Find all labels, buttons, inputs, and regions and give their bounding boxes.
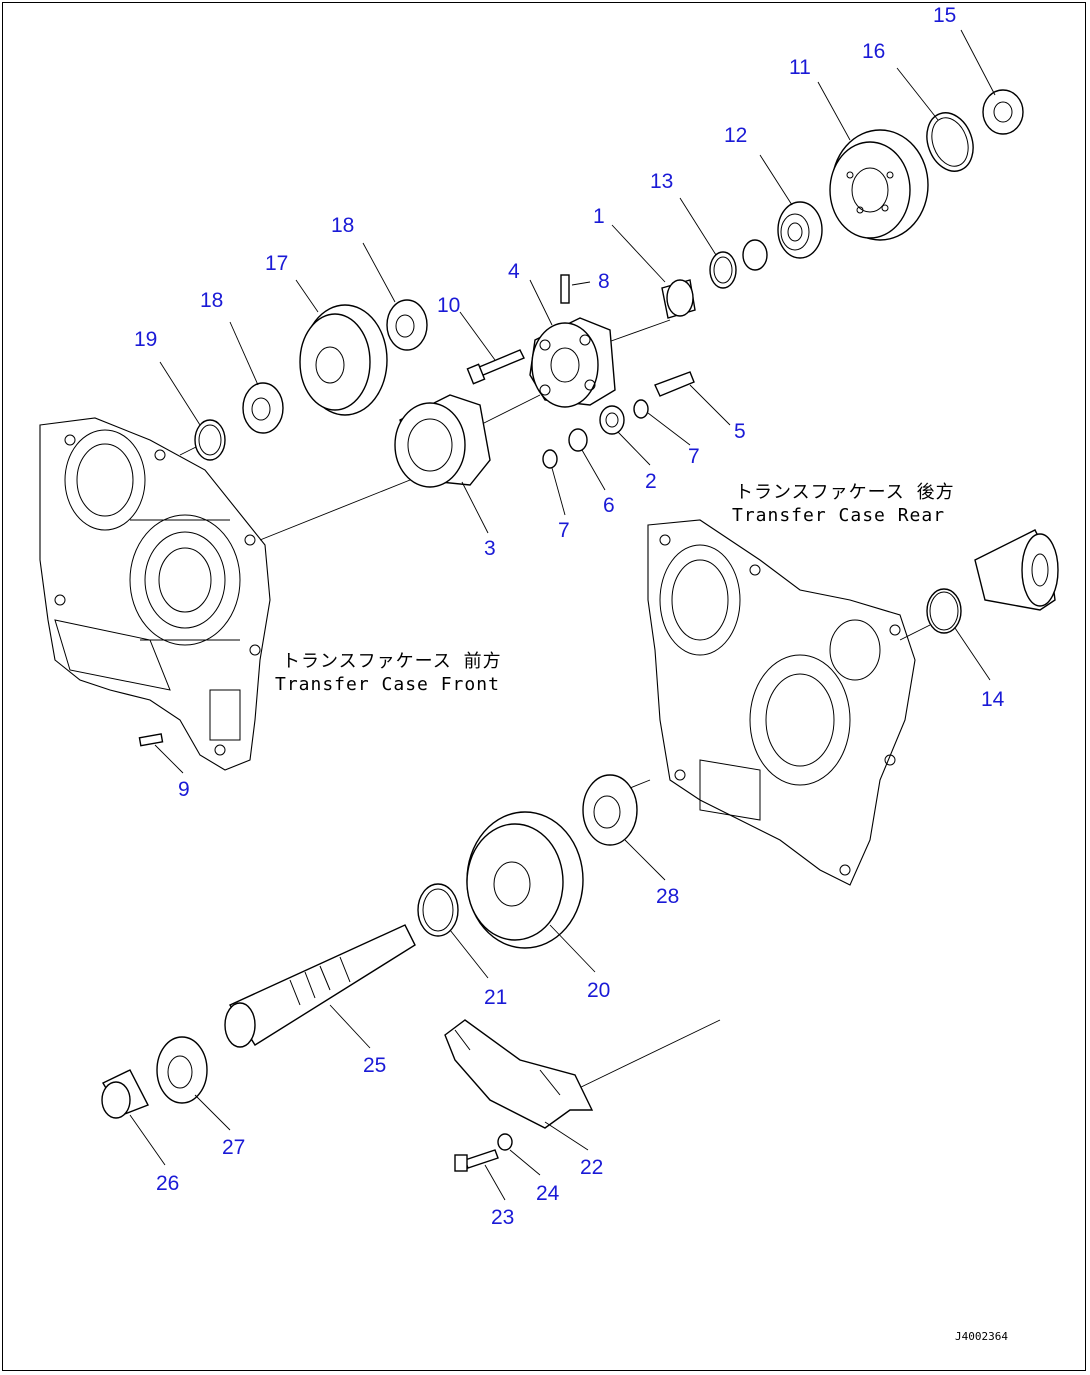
part-17-gear: [299, 304, 388, 416]
callout-17: 17: [265, 252, 288, 275]
callout-18-left: 18: [200, 289, 223, 312]
part-23-bolt: [454, 1149, 499, 1172]
part-15-washer: [982, 89, 1024, 135]
part-6-needle: [568, 428, 588, 452]
callout-27: 27: [222, 1136, 245, 1159]
callout-20: 20: [587, 979, 610, 1002]
callout-14: 14: [981, 688, 1005, 711]
callout-21: 21: [484, 986, 507, 1009]
rear-case-label-en: Transfer Case Rear: [732, 505, 945, 526]
part-25-output-shaft: [224, 924, 416, 1048]
rear-case-label-jp: トランスファケース 後方: [735, 482, 955, 503]
callout-15: 15: [933, 4, 956, 27]
part-26-collar: [101, 1069, 149, 1119]
part-28-bearing: [582, 774, 638, 846]
part-7-thrust-washer: [542, 399, 649, 469]
callout-18-top: 18: [331, 214, 354, 237]
part-22-cover: [444, 1019, 594, 1129]
callout-numbers: 15 16 11 12 13 1 8 4 10 18 17 18 19 5 7 …: [134, 4, 1005, 1229]
part-2-planet-gear: [599, 405, 625, 435]
part-14-o-ring: [926, 588, 962, 634]
callout-24: 24: [536, 1182, 560, 1205]
callout-8: 8: [598, 270, 610, 293]
callout-5: 5: [734, 420, 746, 443]
callout-22: 22: [580, 1156, 603, 1179]
callout-23: 23: [491, 1206, 514, 1229]
output-flange: [974, 529, 1059, 611]
part-13-snap-ring: [709, 251, 737, 289]
part-20-gear: [466, 811, 584, 949]
transfer-case-rear: [647, 519, 916, 886]
callout-1: 1: [593, 205, 605, 228]
part-12-bearing: [742, 201, 823, 271]
leader-lines: [129, 29, 996, 1201]
part-1-needle-bearing: [661, 279, 696, 319]
part-24-washer: [497, 1133, 513, 1151]
drawing-code: J4002364: [955, 1330, 1008, 1343]
part-5-shaft: [654, 371, 695, 397]
callout-4: 4: [508, 260, 520, 283]
callout-28: 28: [656, 885, 679, 908]
callout-16: 16: [862, 40, 885, 63]
front-case-label-en: Transfer Case Front: [275, 674, 500, 695]
part-9-dowel-pin: [138, 733, 164, 747]
callout-26: 26: [156, 1172, 179, 1195]
part-27-oil-seal: [156, 1036, 208, 1104]
callout-13: 13: [650, 170, 673, 193]
callout-9: 9: [178, 778, 190, 801]
callout-7-right: 7: [688, 445, 700, 468]
part-11-ring-gear: [829, 129, 929, 241]
part-19-snap-ring: [194, 419, 226, 461]
callout-10: 10: [437, 294, 460, 317]
callout-25: 25: [363, 1054, 386, 1077]
callout-11: 11: [789, 56, 811, 79]
part-10-bolt: [466, 349, 525, 385]
callout-3: 3: [484, 537, 496, 560]
callout-7-left: 7: [558, 519, 570, 542]
centre-lines: [179, 319, 931, 1091]
part-18-bearing: [242, 299, 428, 434]
part-4-planet-carrier: [529, 317, 616, 408]
part-8-pin: [560, 274, 570, 304]
part-21-snap-ring: [417, 883, 459, 937]
callout-12: 12: [724, 124, 747, 147]
callout-19: 19: [134, 328, 157, 351]
callout-6: 6: [603, 494, 615, 517]
front-case-label-jp: トランスファケース 前方: [282, 651, 502, 672]
transfer-case-front: [39, 417, 271, 771]
part-3-drum: [394, 394, 491, 488]
part-16-snap-ring: [926, 112, 974, 172]
callout-2: 2: [645, 470, 657, 493]
